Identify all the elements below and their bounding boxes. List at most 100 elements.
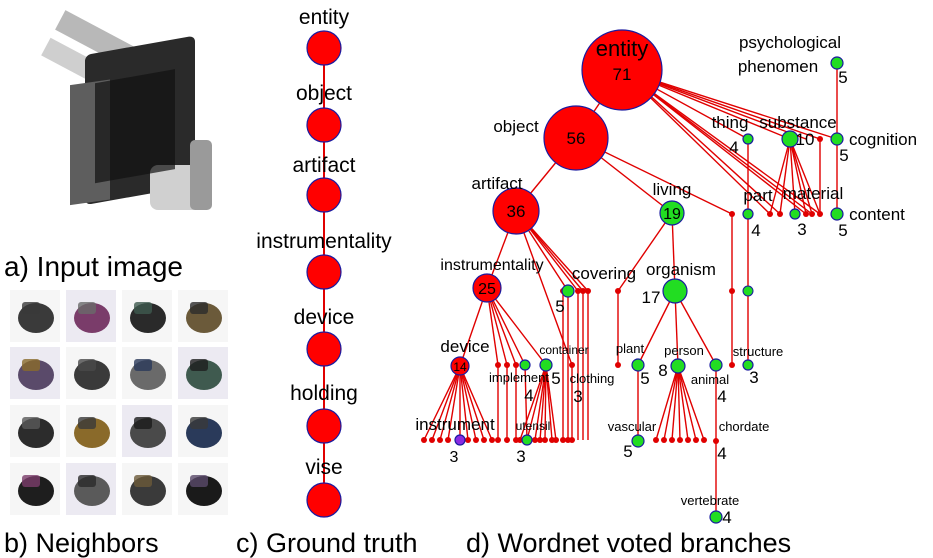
wordnet-node-psych	[830, 56, 844, 70]
caption-wordnet: d) Wordnet voted branches	[466, 528, 791, 558]
ground-truth-label: artifact	[292, 154, 355, 177]
leaf-dot	[817, 136, 823, 142]
wordnet-count-structure: 3	[749, 368, 758, 387]
wordnet-label-instrument: instrument	[415, 415, 495, 434]
leaf-dot	[661, 437, 667, 443]
wordnet-node-vascular	[631, 434, 645, 448]
caption-input-image: a) Input image	[4, 251, 183, 282]
ground-truth-label: vise	[305, 456, 342, 479]
wordnet-label-entity: entity	[596, 36, 649, 61]
wordnet-label-container: container	[539, 343, 588, 357]
leaf-dot	[560, 437, 566, 443]
leaf-dot	[445, 437, 451, 443]
wordnet-node-container	[539, 358, 553, 372]
wordnet-node-device	[450, 356, 470, 376]
leaf-dot	[809, 211, 815, 217]
neighbor-thumbnail	[178, 290, 228, 342]
wordnet-count-thing: 4	[729, 138, 738, 157]
wordnet-count-instrument: 3	[450, 449, 459, 466]
wordnet-label-instrumentality: instrumentality	[440, 257, 543, 274]
wordnet-count-part: 4	[751, 221, 760, 240]
leaf-dot	[421, 437, 427, 443]
ground-truth-node	[306, 107, 342, 143]
leaf-dot	[504, 437, 510, 443]
wordnet-node-living	[659, 200, 685, 226]
leaf-dot	[693, 437, 699, 443]
wordnet-count-vascular: 5	[623, 442, 632, 461]
wordnet-node-material	[789, 208, 801, 220]
leaf-dot	[513, 362, 519, 368]
neighbor-thumbnail	[66, 405, 116, 457]
ground-truth-chain: entityobjectartifactinstrumentalitydevic…	[256, 6, 392, 518]
wordnet-count-material: 3	[797, 220, 806, 239]
neighbor-thumbnail	[122, 405, 172, 457]
ground-truth-node	[306, 331, 342, 367]
leaf-dot	[701, 437, 707, 443]
wordnet-label-clothing: clothing	[570, 371, 615, 386]
leaf-dot	[615, 288, 621, 294]
wordnet-node-covering	[561, 284, 575, 298]
leaf-dot	[429, 437, 435, 443]
leaf-dot	[729, 211, 735, 217]
leaf-dot	[677, 437, 683, 443]
wordnet-node-vertebrate	[709, 510, 723, 524]
wordnet-label-psych: psychological	[739, 33, 841, 52]
neighbor-thumbnail	[178, 463, 228, 515]
wordnet-count-device: 14	[453, 360, 467, 374]
ground-truth-node	[306, 177, 342, 213]
wordnet-count-chordate: 4	[717, 444, 726, 463]
wordnet-count-plant: 5	[640, 369, 649, 388]
neighbor-thumbnail	[66, 347, 116, 399]
leaf-dot	[532, 437, 538, 443]
leaf-dot	[553, 437, 559, 443]
wordnet-node-part	[742, 208, 754, 220]
wordnet-node-instrument	[454, 434, 466, 446]
wordnet-count-artifact: 36	[507, 202, 526, 221]
wordnet-count-clothing: 3	[573, 387, 582, 406]
leaf-dot	[767, 211, 773, 217]
wordnet-label-material: material	[783, 184, 843, 203]
wordnet-label-vascular: vascular	[608, 419, 657, 434]
leaf-dot	[685, 437, 691, 443]
wordnet-label-psych-2: phenomen	[738, 57, 818, 76]
wordnet-count-utensil: 3	[516, 447, 525, 466]
wordnet-label-cognition: cognition	[849, 130, 917, 149]
wordnet-count-instrumentality: 25	[478, 281, 496, 298]
wordnet-count-animal: 4	[717, 387, 726, 406]
leaf-dot	[542, 437, 548, 443]
leaf-dot	[729, 362, 735, 368]
wordnet-label-vertebrate: vertebrate	[681, 493, 740, 508]
leaf-dot	[817, 211, 823, 217]
neighbors-grid	[10, 290, 228, 515]
leaf-dot	[575, 288, 581, 294]
wordnet-nodes: entity71object56artifact36instrumentalit…	[415, 29, 917, 527]
wordnet-label-substance: substance	[759, 113, 837, 132]
wordnet-count-psych: 5	[838, 68, 847, 87]
ground-truth-label: object	[296, 82, 352, 105]
neighbor-thumbnail	[122, 347, 172, 399]
wordnet-label-living: living	[653, 180, 692, 199]
ground-truth-node	[306, 30, 342, 66]
wordnet-count-person: 8	[658, 361, 667, 380]
wordnet-label-artifact: artifact	[471, 174, 522, 193]
neighbor-thumbnail	[66, 290, 116, 342]
wordnet-node-animal	[709, 358, 723, 372]
wordnet-node-entity	[581, 29, 663, 111]
ground-truth-label: holding	[290, 382, 358, 405]
wordnet-count-covering: 5	[555, 297, 564, 316]
wordnet-count-vertebrate: 4	[722, 508, 731, 527]
neighbor-thumbnail	[178, 405, 228, 457]
wordnet-node-implement	[519, 359, 531, 371]
leaf-dot	[777, 211, 783, 217]
leaf-dot	[569, 362, 575, 368]
leaf-dot	[669, 437, 675, 443]
neighbor-thumbnail	[10, 405, 60, 457]
wordnet-count-content: 5	[838, 221, 847, 240]
leaf-dot	[803, 211, 809, 217]
leaf-dot	[580, 288, 586, 294]
wordnet-label-plant: plant	[616, 341, 645, 356]
wordnet-count-living: 19	[663, 206, 681, 223]
leaf-dot	[729, 288, 735, 294]
leaf-dot	[481, 437, 487, 443]
